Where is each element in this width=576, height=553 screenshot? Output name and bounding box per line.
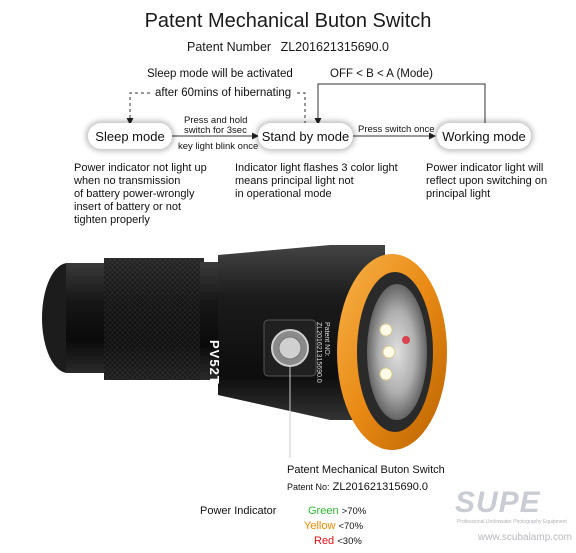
page-title: Patent Mechanical Buton Switch	[144, 10, 432, 32]
hold-label-bottom: key light blink once	[178, 141, 259, 152]
indicator-red: Red <30%	[314, 535, 362, 547]
desc-standby-line: in operational mode	[235, 188, 332, 200]
body-neck	[200, 262, 220, 380]
indicator-yellow: Yellow <70%	[304, 520, 363, 532]
desc-working-line: Power indicator light will	[426, 162, 544, 174]
patent-number-label: Patent Number	[187, 40, 272, 54]
off-cycle-label: OFF < B < A (Mode)	[330, 68, 433, 80]
brand-watermark-url: www.scubalamp.com	[478, 532, 572, 543]
hold-label-top: Press and hold	[184, 115, 248, 126]
desc-working-line: principal light	[426, 188, 491, 200]
hold-label-mid: switch for 3sec	[184, 125, 247, 136]
tail-body	[66, 263, 106, 373]
off-cycle-loop-line	[314, 83, 486, 125]
led-red	[402, 336, 410, 344]
node-standby-mode: Stand by mode	[258, 123, 353, 149]
indicator-yellow-name: Yellow	[304, 520, 336, 532]
sleep-note-top: Sleep mode will be activated	[147, 68, 293, 80]
callout-title: Patent Mechanical Buton Switch	[287, 464, 445, 476]
led	[379, 323, 393, 337]
patent-number-line: Patent Number ZL201621315690.0	[0, 40, 576, 54]
flow-connectors	[126, 83, 486, 140]
node-working-mode: Working mode	[437, 123, 531, 149]
brand-watermark-logo: SUPE	[455, 486, 541, 519]
body-patent-number: ZL201621315690.0	[315, 322, 322, 383]
body-patent-label: Patent NO:	[323, 322, 330, 357]
node-sleep-mode: Sleep mode	[88, 123, 172, 149]
model-mark: PV52T	[207, 340, 222, 385]
indicator-yellow-value: <70%	[338, 521, 364, 532]
callout-patent-label: Patent No:	[287, 482, 330, 492]
brand-watermark-tagline: Professional Underwater Photography Equi…	[457, 519, 567, 525]
desc-sleep-line: of battery power-wrongly	[74, 188, 195, 200]
indicator-green-value: >70%	[341, 506, 367, 517]
callout-patent: Patent No: ZL201621315690.0	[287, 481, 428, 493]
desc-working-line: reflect upon switching on	[426, 175, 548, 187]
indicator-green-name: Green	[308, 505, 339, 517]
patent-number-value: ZL201621315690.0	[280, 40, 389, 54]
power-indicator-label: Power Indicator	[200, 505, 277, 517]
desc-sleep: Power indicator not light up when no tra…	[74, 162, 207, 227]
desc-standby: Indicator light flashes 3 color light me…	[235, 162, 398, 201]
led	[382, 345, 396, 359]
desc-sleep-line: tighten properly	[74, 214, 150, 226]
press-label: Press switch once	[358, 124, 435, 135]
desc-standby-line: means principal light not	[235, 175, 354, 187]
sleep-note-bottom: after 60mins of hibernating	[152, 87, 295, 99]
callout-patent-number: ZL201621315690.0	[332, 481, 429, 493]
led	[379, 367, 393, 381]
indicator-green: Green >70%	[308, 505, 366, 517]
switch-button	[278, 336, 302, 360]
desc-working: Power indicator light will reflect upon …	[426, 162, 547, 201]
desc-sleep-line: Power indicator not light up	[74, 162, 207, 174]
lens	[367, 284, 427, 420]
desc-sleep-line: insert of battery or not	[74, 201, 181, 213]
indicator-red-name: Red	[314, 535, 335, 547]
indicator-red-value: <30%	[337, 536, 362, 547]
desc-sleep-line: when no transmission	[74, 175, 181, 187]
desc-standby-line: Indicator light flashes 3 color light	[235, 162, 398, 174]
body-patent-text: Patent NO: ZL201621315690.0	[314, 322, 330, 383]
